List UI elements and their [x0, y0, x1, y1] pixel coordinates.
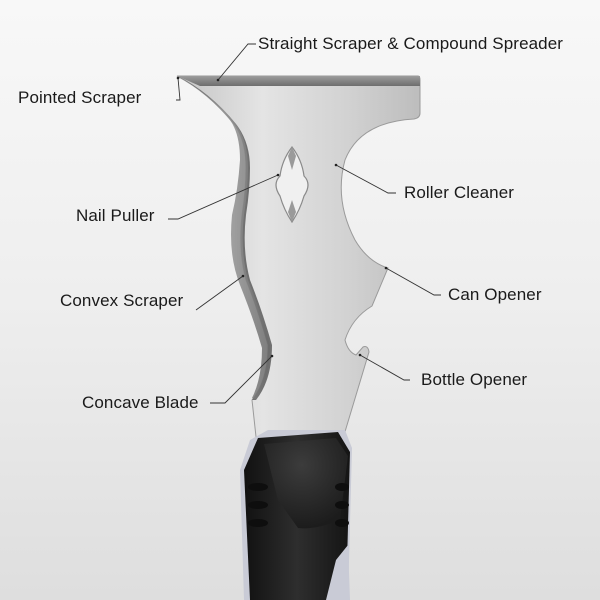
- leader-lines: [168, 43, 441, 404]
- label-nail-puller: Nail Puller: [76, 206, 155, 225]
- blade: [176, 75, 421, 456]
- leader-dots: [176, 76, 388, 358]
- label-bottle-opener: Bottle Opener: [421, 370, 528, 389]
- leader-straight-scraper: [217, 43, 256, 81]
- leader-pointed-scraper: [176, 77, 181, 101]
- label-can-opener: Can Opener: [448, 285, 542, 304]
- label-roller-cleaner: Roller Cleaner: [404, 183, 515, 202]
- label-convex-scraper: Convex Scraper: [60, 291, 184, 310]
- leader-nail-puller: [168, 174, 279, 220]
- handle: [240, 430, 352, 600]
- leader-roller-cleaner: [335, 164, 396, 194]
- leader-concave-blade: [210, 355, 273, 404]
- leader-can-opener: [385, 267, 441, 296]
- label-concave-blade: Concave Blade: [82, 393, 199, 412]
- leader-convex-scraper: [195, 275, 244, 311]
- label-pointed-scraper: Pointed Scraper: [18, 88, 142, 107]
- leader-bottle-opener: [359, 354, 410, 381]
- label-straight-scraper: Straight Scraper & Compound Spreader: [258, 34, 564, 53]
